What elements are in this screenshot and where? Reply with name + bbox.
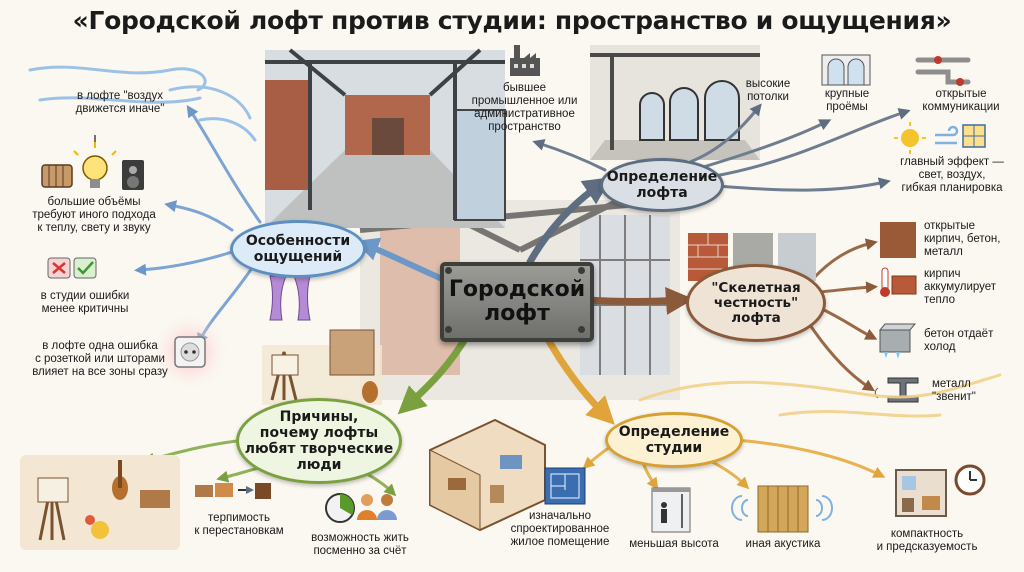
label-studio-compactness: компактность и предсказуемость — [876, 528, 978, 553]
node-loft-definition: Определение лофта — [600, 158, 724, 212]
wind-swirl-icon — [28, 65, 257, 142]
factory-icon — [510, 45, 540, 76]
branch-hub-creative — [397, 330, 472, 415]
pipes-icon — [915, 56, 971, 86]
label-studio-acoustics: иная акустика — [745, 538, 821, 550]
blueprint-icon — [544, 467, 586, 505]
label-skeletal-concrete-cold: бетон отдаёт холод — [924, 328, 994, 353]
air-icon — [935, 125, 959, 145]
power-socket-icon — [174, 336, 206, 368]
clock-pie-icon — [325, 493, 355, 523]
easel-workshop-image — [262, 329, 382, 405]
wall-clock-icon — [954, 464, 986, 496]
central-hub-sign: Городской лофт — [440, 262, 594, 342]
people-icon — [357, 494, 397, 520]
label-skeletal-brick-heat: кирпич аккумулирует тепло — [924, 268, 997, 306]
rivet — [578, 326, 585, 333]
label-loft-large-openings: крупные проёмы — [824, 88, 870, 113]
curtain-icon — [268, 272, 312, 321]
branch-hub-loft-definition — [526, 177, 612, 266]
label-loft-high-ceilings: высокие потолки — [745, 78, 791, 103]
warehouse-interior-image — [265, 48, 506, 228]
arch-windows-icon — [821, 54, 871, 86]
ceiling-height-icon — [651, 487, 691, 533]
compact-room-icon — [895, 469, 947, 517]
page-title: «Городской лофт против студии: пространс… — [72, 6, 952, 35]
branch-hub-feelings — [354, 237, 443, 281]
label-skeletal-materials: открытые кирпич, бетон, металл — [924, 220, 1001, 258]
checkbox-compare-icon — [47, 257, 97, 279]
label-loft-main-effect: главный эффект — свет, воздух, гибкая пл… — [900, 156, 1004, 194]
warm-air-swirl-icon — [638, 373, 1002, 418]
loft-windows-image — [590, 45, 760, 160]
label-feelings-loft-error: в лофте одна ошибка с розеткой или штора… — [32, 340, 168, 378]
label-creative-shift-living: возможность жить посменно за счёт — [311, 532, 409, 557]
metal-beam-icon — [874, 377, 919, 403]
node-studio-definition: Определение студии — [605, 412, 743, 468]
sun-icon — [894, 122, 926, 154]
concrete-block-icon — [878, 323, 917, 359]
label-loft-former-industrial: бывшее промышленное или административное… — [471, 82, 578, 133]
label-feelings-air: в лофте "воздух движется иначе" — [75, 90, 165, 115]
label-studio-residential: изначально спроектированное жилое помеще… — [510, 510, 610, 548]
label-skeletal-metal-rings: металл "звенит" — [932, 378, 976, 403]
label-studio-lower-height: меньшая высота — [629, 538, 719, 550]
label-loft-open-utilities: открытые коммуникации — [922, 88, 1000, 113]
rivet — [445, 326, 452, 333]
label-creative-rearrange: терпимость к перестановкам — [194, 512, 284, 537]
lightbulb-icon — [73, 142, 117, 188]
furniture-rearrange-icon — [195, 483, 271, 499]
thermometer-icon — [880, 267, 917, 297]
rivet — [445, 267, 452, 274]
speaker-icon — [122, 160, 144, 190]
rivet — [578, 267, 585, 274]
studio-apartment-image — [429, 418, 546, 532]
branch-hub-studio — [541, 330, 615, 425]
node-creative-reasons: Причины, почему лофты любят творческие л… — [236, 398, 402, 484]
art-studio-image — [20, 455, 180, 550]
acoustic-panel-icon — [731, 485, 833, 533]
label-feelings-volumes: большие объёмы требуют иного подхода к т… — [32, 196, 156, 234]
floorplan-icon — [962, 124, 986, 148]
node-skeletal-honesty: "Скелетная честность" лофта — [686, 264, 826, 342]
brick-texture-icon — [880, 222, 916, 258]
node-feelings: Особенности ощущений — [230, 220, 366, 278]
radiator-icon — [41, 164, 73, 188]
branch-hub-skeletal — [582, 286, 694, 315]
label-feelings-studio-errors: в студии ошибки менее критичны — [40, 290, 130, 315]
